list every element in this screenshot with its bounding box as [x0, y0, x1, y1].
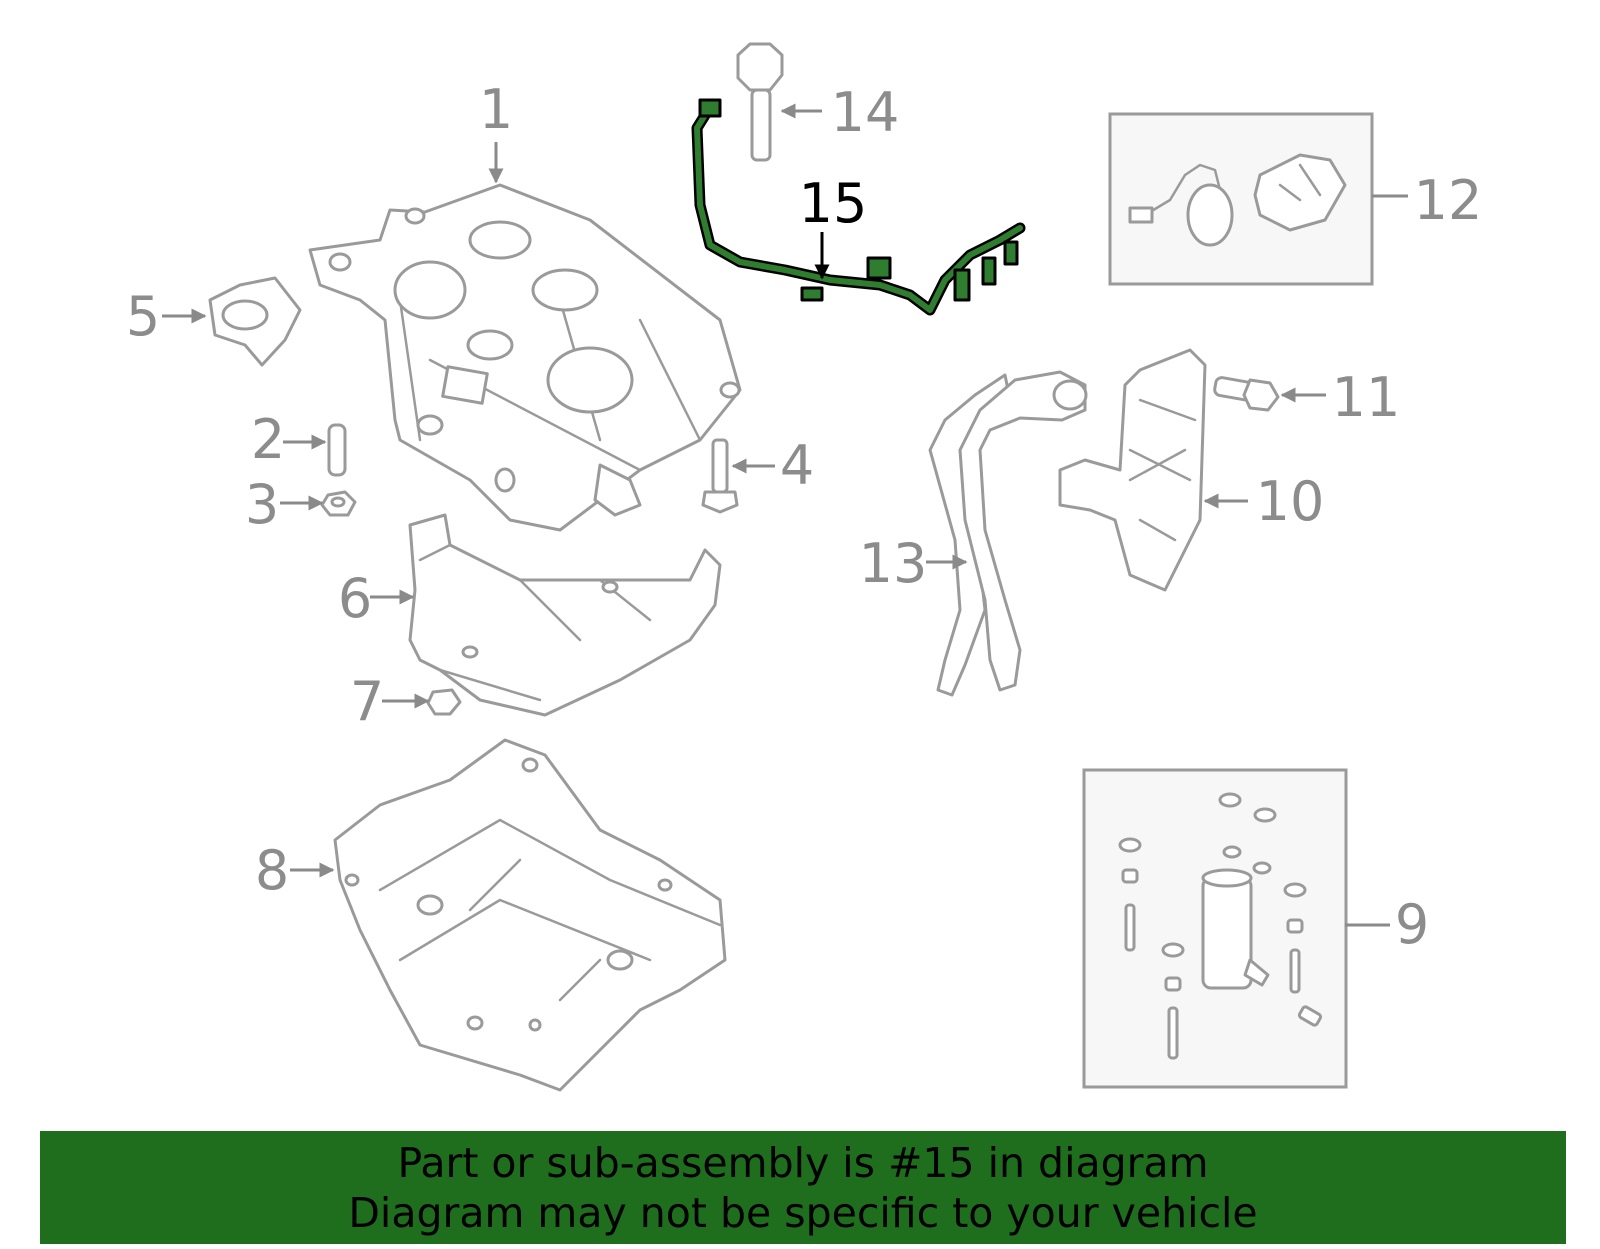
callout-labels: 1 2 3 4 5 6 7 8 9 10 11 12 13 14 15	[126, 78, 1483, 956]
callout-13: 13	[859, 532, 928, 595]
part-3-nut[interactable]	[320, 490, 357, 517]
part-14-connector[interactable]	[736, 42, 784, 162]
callout-10: 10	[1256, 470, 1325, 533]
banner-line-part-number: Part or sub-assembly is #15 in diagram	[397, 1138, 1209, 1187]
part-4-bolt[interactable]	[701, 438, 739, 514]
callout-1: 1	[479, 78, 513, 141]
callout-14: 14	[831, 81, 900, 144]
part-5-bracket[interactable]	[208, 276, 302, 367]
callout-5: 5	[126, 285, 160, 348]
banner-line-disclaimer: Diagram may not be specific to your vehi…	[348, 1188, 1258, 1237]
part-10-bracket[interactable]	[1058, 348, 1207, 592]
callout-2: 2	[251, 408, 285, 471]
callout-11: 11	[1332, 366, 1401, 429]
part-9-inset[interactable]	[1082, 768, 1348, 1089]
part-2-pin[interactable]	[327, 423, 347, 477]
callout-4: 4	[780, 434, 814, 497]
part-8-skid-plate[interactable]	[333, 738, 727, 1092]
part-15-wiring-harness[interactable]	[691, 98, 1026, 316]
info-banner: Part or sub-assembly is #15 in diagram D…	[40, 1131, 1566, 1244]
part-11-bolt[interactable]	[1213, 376, 1280, 412]
callout-15-highlighted: 15	[799, 172, 868, 235]
part-6-shield[interactable]	[408, 513, 722, 717]
callout-9: 9	[1395, 893, 1429, 956]
leader-lines	[162, 103, 1408, 927]
callout-3: 3	[245, 473, 279, 536]
part-13-tube[interactable]	[928, 370, 1088, 697]
callout-7: 7	[350, 670, 384, 733]
part-12-inset[interactable]	[1108, 112, 1374, 286]
callout-12: 12	[1414, 169, 1483, 232]
callout-8: 8	[255, 839, 289, 902]
callout-6: 6	[338, 567, 372, 630]
part-7-nut[interactable]	[426, 688, 462, 716]
part-1-tank[interactable]	[308, 183, 742, 532]
